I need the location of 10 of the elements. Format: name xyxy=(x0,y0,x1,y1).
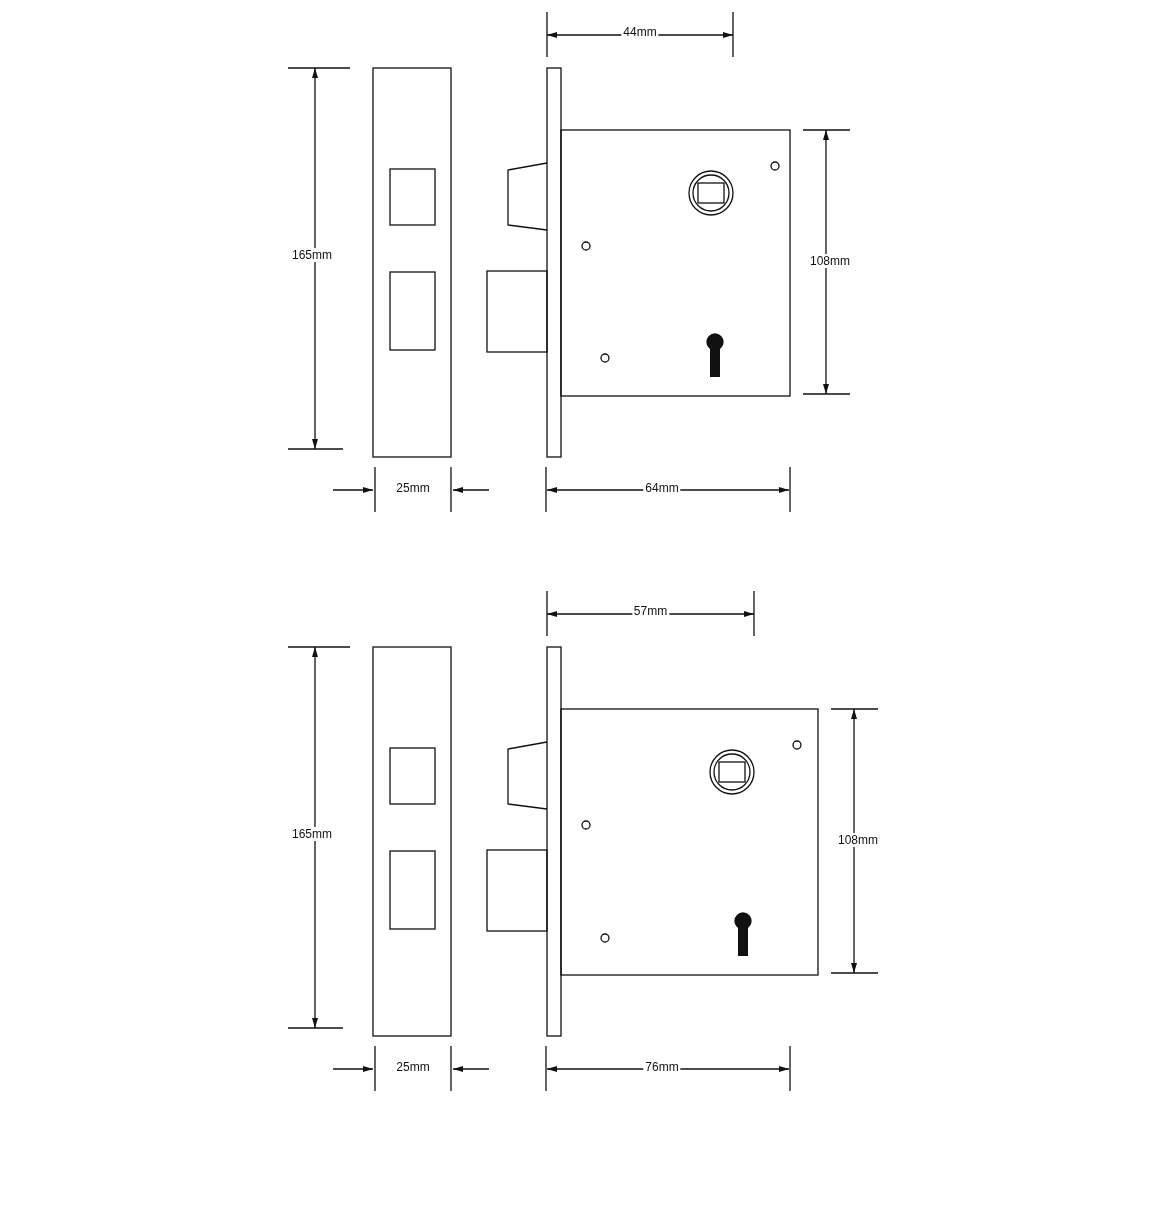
dimension-label: 76mm xyxy=(643,1060,681,1074)
dimension-label: 165mm xyxy=(290,248,334,262)
dimension-label: 57mm xyxy=(631,604,670,618)
dimension-label: 165mm xyxy=(290,827,334,841)
dimension-label: 108mm xyxy=(836,833,880,847)
dimension-label: 25mm xyxy=(394,1060,432,1074)
dimension-label: 64mm xyxy=(643,481,681,495)
dimension-label: 108mm xyxy=(808,254,852,268)
dimension-label: 44mm xyxy=(621,25,659,39)
dimension-label: 25mm xyxy=(394,481,432,495)
